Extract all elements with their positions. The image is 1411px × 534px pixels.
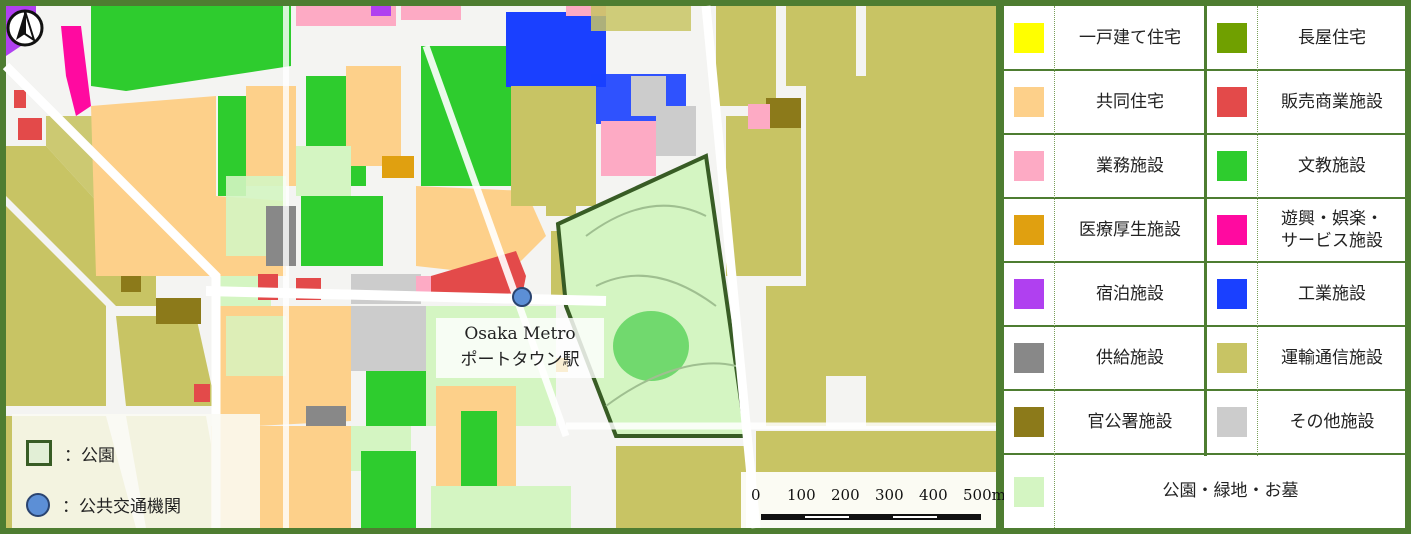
scale-label: 200 (831, 486, 860, 504)
legend-dotted-divider (1257, 6, 1258, 456)
legend-label: 業務施設 (1096, 156, 1164, 176)
scale-label: 500m (963, 486, 1006, 504)
legend-swatch (1217, 279, 1247, 309)
scale-track (761, 514, 981, 520)
station-marker-icon (512, 287, 532, 307)
legend-swatch (1014, 215, 1044, 245)
station-line: Osaka Metro (464, 324, 576, 344)
legend-dotted-divider (1054, 6, 1055, 456)
legend-label: 工業施設 (1298, 284, 1366, 304)
legend-transit-label: ：公共交通機関 (62, 497, 181, 517)
legend-swatch (1217, 23, 1247, 53)
scale-label: 100 (787, 486, 816, 504)
legend-label: 供給施設 (1096, 348, 1164, 368)
land-use-legend: 一戸建て住宅 長屋住宅共同住宅 販売商業施設業務施設 文教施設医療厚生施設 遊興・娯楽・… (1004, 6, 1405, 528)
legend-column-divider (1204, 6, 1207, 456)
legend-label: 医療厚生施設 (1079, 220, 1181, 240)
scale-label: 0 (751, 486, 761, 504)
scale-label: 400 (919, 486, 948, 504)
legend-label: 官公署施設 (1087, 412, 1173, 432)
legend-swatch (1014, 87, 1044, 117)
legend-label: その他施設 (1289, 412, 1375, 432)
legend-label: 遊興・娯楽・ サービス施設 (1281, 209, 1383, 251)
scale-bar: 0 100 200 300 400 500m (741, 472, 1006, 528)
station-name: ポートタウン駅 (460, 350, 580, 370)
legend-swatch (1014, 151, 1044, 181)
legend-label: 一戸建て住宅 (1079, 28, 1181, 48)
legend-swatch (1217, 343, 1247, 373)
legend-swatch (1217, 87, 1247, 117)
transit-symbol-icon (26, 492, 50, 517)
legend-swatch (1014, 279, 1044, 309)
legend-label: 販売商業施設 (1281, 92, 1383, 112)
legend-swatch-green (1014, 477, 1044, 507)
legend-park: ：公園 (26, 440, 115, 466)
legend-swatch (1217, 151, 1247, 181)
legend-swatch (1014, 343, 1044, 373)
legend-label: 長屋住宅 (1298, 28, 1366, 48)
legend-swatch (1014, 23, 1044, 53)
legend-label: 運輸通信施設 (1281, 348, 1383, 368)
scale-segment (893, 516, 937, 518)
legend-label-green: 公園・緑地・お墓 (1162, 481, 1299, 501)
legend-dotted-divider (1054, 454, 1055, 528)
park-symbol-icon (26, 440, 52, 466)
legend-swatch (1014, 407, 1044, 437)
station-label: Osaka Metro ポートタウン駅 (436, 318, 604, 378)
legend-label: 文教施設 (1298, 156, 1366, 176)
land-use-map[interactable]: Osaka Metro ポートタウン駅 ：公園 ：公共交通機関 0 100 200 3… (2, 5, 1006, 529)
legend-swatch (1217, 407, 1247, 437)
north-arrow-icon (6, 9, 44, 47)
legend-swatch (1217, 215, 1247, 245)
legend-park-label: ：公園 (64, 445, 115, 466)
map-symbol-legend: ：公園 ：公共交通機関 (12, 414, 260, 528)
scale-label: 300 (875, 486, 904, 504)
legend-label: 宿泊施設 (1096, 284, 1164, 304)
legend-transit: ：公共交通機関 (26, 492, 181, 517)
legend-label: 共同住宅 (1096, 92, 1164, 112)
scale-segment (805, 516, 849, 518)
